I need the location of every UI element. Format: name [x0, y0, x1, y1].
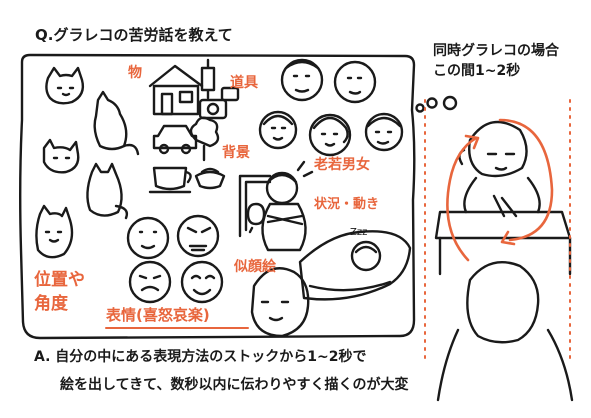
viewer-back-of-head [436, 261, 574, 402]
drawing-person-desk [434, 120, 572, 276]
label-position-line-2: 角度 [34, 294, 68, 314]
cat-icons [35, 66, 140, 259]
side-caption-line-2: この間1~2秒 [433, 63, 521, 79]
thought-dot-medium [426, 97, 438, 109]
label-age-gender: 老若男女 [314, 157, 370, 173]
thought-bubble-frame [19, 53, 416, 340]
label-position-line-1: 位置や [34, 270, 85, 290]
expression-faces [126, 214, 224, 304]
background-frame-lines [238, 174, 272, 238]
label-objects: 物 [128, 65, 142, 81]
question-text: Q.グラレコの苦労話を教えて [35, 26, 233, 44]
car-icon [152, 124, 198, 155]
accent-strokes [105, 99, 571, 361]
label-background: 背景 [222, 145, 250, 161]
label-expression: 表情(喜怒哀楽) [106, 306, 210, 324]
people-heads [258, 58, 404, 157]
snore-text: Zzz [350, 227, 368, 238]
sleeping-person [298, 230, 412, 301]
answer-line-2: 絵を出してきて、数秒以内に伝わりやすく描くのが大変 [60, 377, 409, 393]
thought-dot-large [442, 95, 458, 111]
portrait-face [250, 267, 310, 338]
tree-icon [189, 116, 220, 162]
thought-dot-small [415, 103, 425, 113]
tool-icons [198, 58, 240, 120]
answer-line-1: A. 自分の中にある表現方法のストックから1~2秒で [34, 349, 367, 365]
house-icon [148, 64, 204, 116]
cup-and-bowl-icons [148, 166, 226, 194]
cycle-arrow [498, 118, 554, 242]
side-caption-line-1: 同時グラレコの場合 [433, 43, 559, 59]
label-tools: 道具 [230, 75, 258, 91]
label-portrait: 似顔絵 [234, 259, 276, 275]
label-situation: 状況・動き [314, 197, 380, 212]
small-speech-bubble [246, 202, 266, 234]
